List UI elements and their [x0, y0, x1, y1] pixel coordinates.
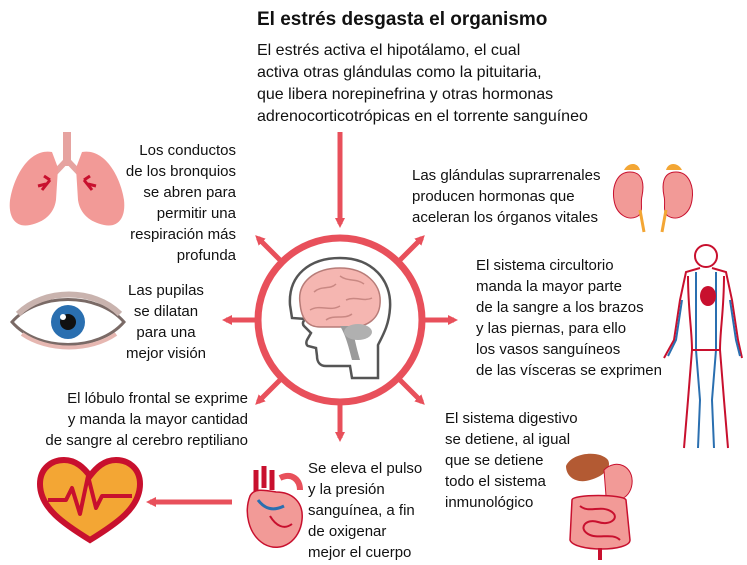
intro-text: El estrés activa el hipotálamo, el cual … — [257, 40, 588, 128]
arrow-upper-right — [395, 235, 425, 265]
circulatory-line: y las piernas, para ello — [476, 320, 627, 337]
eye-line: mejor visión — [125, 345, 207, 362]
lungs-line: permitir una — [156, 205, 236, 222]
circulatory-text: El sistema circultorio manda la mayor pa… — [476, 255, 662, 381]
adrenal-line: aceleran los órganos vitales — [412, 209, 598, 226]
adrenal-line: Las glándulas suprarrenales — [412, 167, 601, 184]
frontal-text: El lóbulo frontal se exprime y manda la … — [12, 388, 248, 451]
intro-line: adrenocorticotrópicas en el torrente san… — [257, 108, 588, 125]
arrow-lower-right — [395, 375, 425, 405]
lungs-line: profunda — [176, 247, 236, 264]
frontal-line: y manda la mayor cantidad — [67, 411, 248, 428]
circulatory-line: los vasos sanguíneos — [476, 341, 621, 358]
circulatory-line: de las vísceras se exprimen — [476, 362, 662, 379]
digestive-line: se detiene, al igual — [445, 431, 571, 448]
frontal-line: de sangre al cerebro reptiliano — [45, 432, 248, 449]
lungs-line: se abren para — [143, 184, 236, 201]
heart-pulse-icon — [36, 456, 144, 544]
kidneys-icon — [613, 164, 693, 233]
circulatory-system-icon — [663, 244, 743, 449]
adrenal-line: producen hormonas que — [412, 188, 575, 205]
heart-icon — [246, 466, 303, 549]
pulse-text: Se eleva el pulso y la presión sanguínea… — [308, 458, 422, 563]
diagram-title: El estrés desgasta el organismo — [257, 9, 548, 30]
digestive-line: inmunológico — [445, 494, 534, 511]
digestive-line: que se detiene — [445, 452, 544, 469]
eye-line: para una — [136, 324, 196, 341]
arrow-lower-left — [255, 375, 285, 405]
intro-line: que libera norepinefrina y otras hormona… — [257, 86, 554, 103]
frontal-line: El lóbulo frontal se exprime — [67, 390, 248, 407]
intro-line: El estrés activa el hipotálamo, el cual — [257, 42, 521, 59]
circulatory-line: manda la mayor parte — [476, 278, 622, 295]
pulse-line: y la presión — [308, 481, 385, 498]
circulatory-line: de la sangre a los brazos — [476, 299, 644, 316]
pulse-line: mejor el cuerpo — [308, 544, 412, 561]
lungs-icon — [9, 132, 125, 226]
adrenal-text: Las glándulas suprarrenales producen hor… — [412, 165, 600, 228]
pulse-line: Se eleva el pulso — [308, 460, 423, 477]
head-brain-icon — [288, 256, 392, 380]
lungs-line: respiración más — [130, 226, 236, 243]
digestive-line: todo el sistema — [445, 473, 546, 490]
lungs-text: Los conductos de los bronquios se abren … — [118, 140, 236, 266]
eye-line: Las pupilas — [128, 282, 204, 299]
pulse-line: sanguínea, a fin — [308, 502, 415, 519]
digestive-text: El sistema digestivo se detiene, al igua… — [445, 408, 578, 513]
digestive-system-icon — [566, 453, 633, 560]
digestive-line: El sistema digestivo — [445, 410, 578, 427]
eye-line: se dilatan — [133, 303, 199, 320]
circulatory-line: El sistema circultorio — [476, 257, 614, 274]
intro-line: activa otras glándulas como la pituitari… — [257, 64, 542, 81]
eye-icon — [10, 291, 126, 350]
pulse-line: de oxigenar — [308, 523, 387, 540]
eye-text: Las pupilas se dilatan para una mejor vi… — [118, 280, 214, 364]
lungs-line: de los bronquios — [125, 163, 236, 180]
lungs-line: Los conductos — [139, 142, 236, 159]
arrow-upper-left — [255, 235, 285, 265]
